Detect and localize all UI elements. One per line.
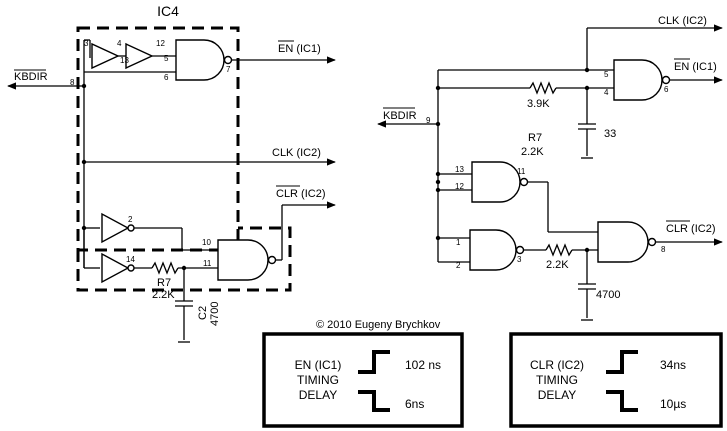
pin-12: 12 [156, 39, 165, 48]
clr-ic2-label: CLR (IC2) [276, 188, 326, 200]
inverter-bubble [223, 55, 233, 65]
junction [435, 171, 441, 177]
ic4-dashed-outline [76, 26, 240, 252]
pin-7: 7 [226, 65, 231, 74]
timing-box-clr-fall: 10µs [660, 397, 686, 411]
kbdir-label: KBDIR [14, 71, 48, 83]
nand-gate-en-icon [175, 39, 225, 81]
pin-10: 10 [202, 238, 211, 247]
junction [435, 121, 441, 127]
ic4-label: IC4 [157, 3, 179, 19]
inverter-bubble [515, 245, 525, 255]
pin-3: 3 [84, 39, 89, 48]
timing-box-en-line2: TIMING [297, 373, 339, 387]
pin-13: 13 [455, 165, 464, 174]
inverter-bubble [267, 255, 277, 265]
inverter-bubble [661, 75, 671, 85]
pin-13: 13 [120, 56, 129, 65]
pin-8: 8 [70, 78, 75, 87]
timing-box-en: EN (IC1) TIMING DELAY 102 ns 6ns [262, 332, 464, 428]
timing-box-clr: CLR (IC2) TIMING DELAY 34ns 10µs [509, 332, 723, 428]
resistor-r7-icon [151, 261, 179, 275]
ic4-dashed-outline-lower [76, 226, 292, 292]
nand-gate-r7-icon [471, 161, 521, 203]
pin-2: 2 [456, 261, 461, 270]
buffer-13-12-icon [125, 42, 154, 70]
pin-6: 6 [664, 85, 669, 94]
copyright-text: © 2010 Eugeny Brychkov [316, 319, 441, 331]
pin-6: 6 [164, 73, 169, 82]
rising-edge-icon [358, 350, 390, 374]
right-circuit: CLK (IC2) 5 3.9K 4 33 6 EN (IC1) KBDIR 9 [377, 15, 723, 321]
r7-name-right: R7 [528, 132, 542, 144]
r7-value: 2.2K [152, 289, 175, 301]
pin-14: 14 [126, 255, 135, 264]
pin-3: 3 [517, 255, 522, 264]
c2-value: 4700 [209, 302, 221, 326]
clr-ic2-label-right: CLR (IC2) [666, 223, 716, 235]
pin-8: 8 [661, 245, 666, 254]
junction [435, 179, 441, 185]
pin-4: 4 [117, 39, 122, 48]
nand-gate-lower-icon [469, 229, 517, 271]
pin-4: 4 [604, 88, 609, 97]
timing-box-en-rise: 102 ns [405, 358, 441, 372]
en-ic1-label: EN (IC1) [278, 43, 321, 55]
en-ic1-label-right: EN (IC1) [674, 61, 717, 73]
timing-box-en-line3: DELAY [299, 388, 337, 402]
junction [81, 83, 87, 89]
pin-12: 12 [455, 182, 464, 191]
timing-box-en-fall: 6ns [405, 397, 424, 411]
c2-name: C2 [197, 306, 209, 320]
inverter-bubble [647, 237, 657, 247]
resistor-2.2k-icon [545, 243, 573, 257]
r7-value-right: 2.2K [521, 146, 544, 158]
nand-gate-clr-icon [217, 239, 269, 281]
inverter-bubble [519, 177, 529, 187]
falling-edge-icon [358, 390, 390, 412]
falling-edge-icon [606, 390, 638, 412]
clk-ic2-label-right: CLK (IC2) [658, 15, 707, 27]
pin-11: 11 [203, 259, 212, 268]
timing-box-en-line1: EN (IC1) [295, 358, 342, 372]
buffer-3-4-icon [91, 42, 120, 70]
nand-gate-en-right-icon [613, 59, 663, 101]
r-3.9k-value: 3.9K [527, 98, 550, 110]
timing-box-clr-line1: CLR (IC2) [530, 358, 584, 372]
c-33-value: 33 [604, 128, 616, 140]
rising-edge-icon [606, 350, 638, 374]
pin-5: 5 [164, 54, 169, 63]
pin-9: 9 [426, 116, 431, 125]
left-circuit: IC4 KBDIR 8 3 4 12 13 5 6 7 EN (IC1) CLK… [7, 3, 336, 343]
inverter-2-icon [101, 212, 130, 244]
pin-2: 2 [128, 215, 133, 224]
nand-gate-clr-right-icon [597, 221, 649, 263]
timing-box-clr-line2: TIMING [536, 373, 578, 387]
resistor-3.9k-icon [529, 81, 557, 95]
pin-1: 1 [456, 238, 461, 247]
junction [584, 67, 590, 73]
timing-box-clr-rise: 34ns [660, 358, 686, 372]
pin-11: 11 [517, 167, 526, 176]
r7-name: R7 [157, 277, 171, 289]
inverter-bubble [127, 224, 135, 232]
r-2.2k-value: 2.2K [546, 259, 569, 271]
c-4700-value: 4700 [596, 289, 620, 301]
junction [435, 187, 441, 193]
timing-box-clr-line3: DELAY [538, 388, 576, 402]
pin-5: 5 [604, 70, 609, 79]
inverter-bubble [127, 264, 135, 272]
clk-ic2-label: CLK (IC2) [272, 147, 321, 159]
kbdir-label-right: KBDIR [383, 110, 417, 122]
inverter-14-icon [101, 252, 130, 284]
